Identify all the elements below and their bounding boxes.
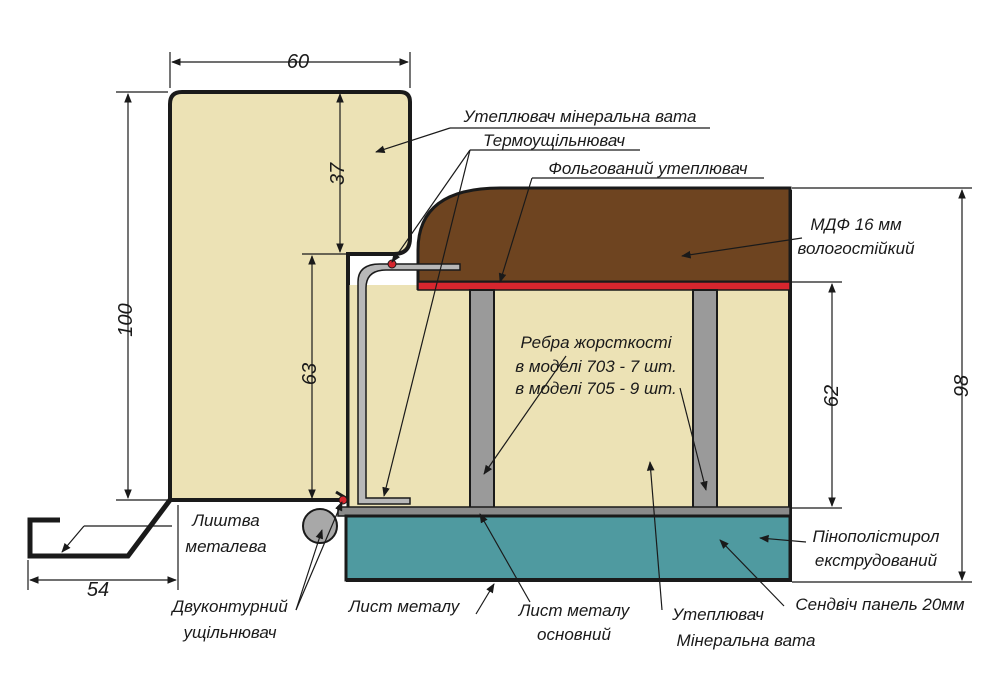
label-mdf-1: МДФ 16 мм (810, 215, 902, 234)
dim-100: 100 (115, 303, 137, 336)
leader-lines (61, 127, 807, 615)
label-ribs-3: в моделі 705 - 9 шт. (515, 379, 677, 398)
label-mineral-wool-top: Утеплювач мінеральна вата (463, 107, 697, 126)
label-ribs-1: Ребра жорсткості (521, 333, 673, 352)
label-main-metal-1: Лист металу (518, 601, 631, 620)
label-insulation-1: Утеплювач (671, 605, 764, 624)
dim-62: 62 (821, 385, 843, 407)
label-mdf-2: вологостійкий (797, 239, 915, 258)
red-strip (417, 281, 791, 291)
dim-60: 60 (287, 51, 309, 73)
dimension-lines (27, 52, 972, 590)
rib-left (469, 289, 495, 509)
label-thermal-seal: Термоущільнювач (483, 131, 625, 150)
dim-54: 54 (87, 579, 109, 601)
label-double-seal-1: Двуконтурний (170, 597, 288, 616)
dim-98: 98 (951, 375, 973, 397)
door-leaf (302, 186, 792, 582)
label-ribs-2: в моделі 703 - 7 шт. (515, 357, 677, 376)
metal-trim-profile (27, 498, 172, 559)
label-metal-sheet: Лист металу (348, 597, 461, 616)
mdf-panel (416, 186, 792, 290)
dim-63: 63 (299, 363, 321, 385)
label-trim-2: металева (185, 537, 266, 556)
rib-right (692, 289, 718, 509)
label-trim-1: Лиштва (191, 511, 259, 530)
label-insulation-2: Мінеральна вата (677, 631, 816, 650)
dim-37: 37 (327, 162, 349, 185)
label-foil-insulation: Фольгований утеплювач (548, 159, 747, 178)
label-double-seal-2: ущільнювач (182, 623, 276, 642)
thermal-seal-bottom (338, 495, 348, 505)
label-main-metal-2: основний (537, 625, 611, 644)
sandwich-panel (344, 514, 792, 582)
seal-channel (357, 263, 461, 505)
label-polystyrene-2: екструдований (815, 551, 938, 570)
label-polystyrene-1: Пінополістирол (813, 527, 940, 546)
label-sandwich-panel: Сендвіч панель 20мм (795, 595, 965, 614)
